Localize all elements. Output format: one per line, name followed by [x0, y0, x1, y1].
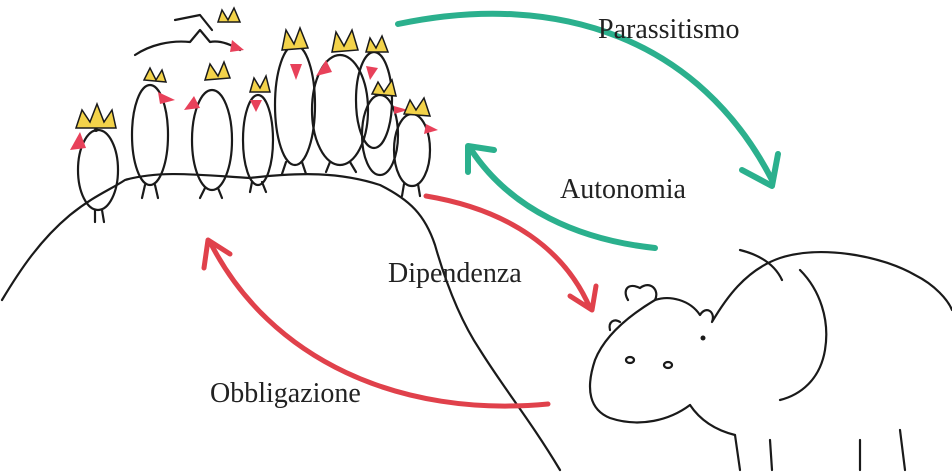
label-autonomia: Autonomia — [560, 174, 686, 206]
label-parassitismo: Parassitismo — [598, 14, 740, 46]
label-obbligazione: Obbligazione — [210, 378, 361, 410]
hill-outline — [2, 174, 560, 470]
hippo — [590, 250, 952, 470]
label-dipendenza: Dipendenza — [388, 258, 522, 290]
bird-flock — [70, 8, 438, 222]
